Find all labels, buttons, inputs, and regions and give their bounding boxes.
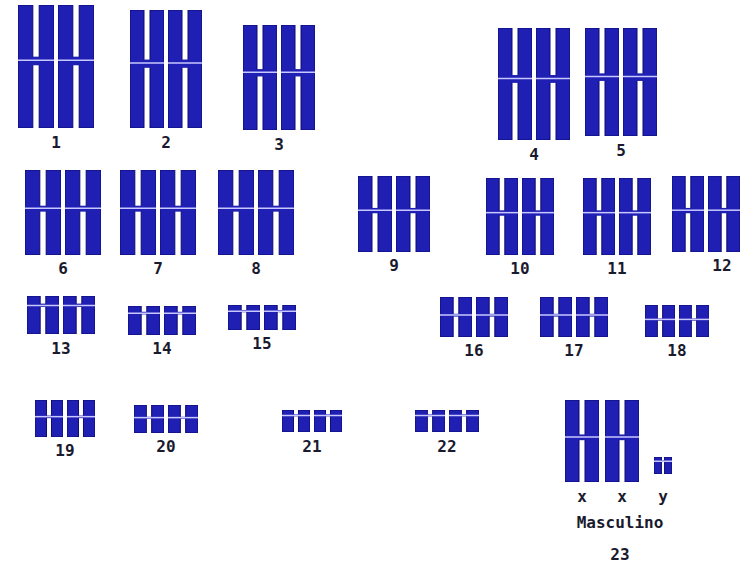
- chromosome-label: 16: [464, 342, 483, 360]
- chromosome-label: x: [577, 488, 587, 506]
- chromosome-label: 11: [607, 260, 626, 278]
- chromosome-label: 3: [274, 136, 284, 154]
- chromosome-label: 1: [51, 134, 61, 152]
- chromosome-label: 6: [58, 260, 68, 278]
- chromosome-label: 9: [389, 257, 399, 275]
- chromosome-label: 22: [437, 438, 456, 456]
- chromosome-label: 18: [667, 342, 686, 360]
- chromosome-label: 13: [51, 340, 70, 358]
- chromosome-label: 2: [161, 134, 171, 152]
- chromosome-label: 20: [156, 438, 175, 456]
- chromosome-label: 21: [302, 438, 321, 456]
- chromosome-label: x: [617, 488, 627, 506]
- chromosome-label: 4: [529, 146, 539, 164]
- chromosome-label: 17: [564, 342, 583, 360]
- chromosome-label: 12: [712, 257, 731, 275]
- chromosome-label: Masculino: [577, 514, 664, 532]
- chromosome-label: 7: [153, 260, 163, 278]
- chromosome-label: 19: [55, 442, 74, 460]
- chromosome-label: 15: [252, 335, 271, 353]
- chromosome-label: y: [658, 488, 668, 506]
- chromosome-label: 14: [152, 340, 171, 358]
- chromosome-label: 23: [610, 546, 629, 564]
- chromosome-label: 10: [510, 260, 529, 278]
- chromosome-label: 8: [251, 260, 261, 278]
- chromosome-label: 5: [616, 142, 626, 160]
